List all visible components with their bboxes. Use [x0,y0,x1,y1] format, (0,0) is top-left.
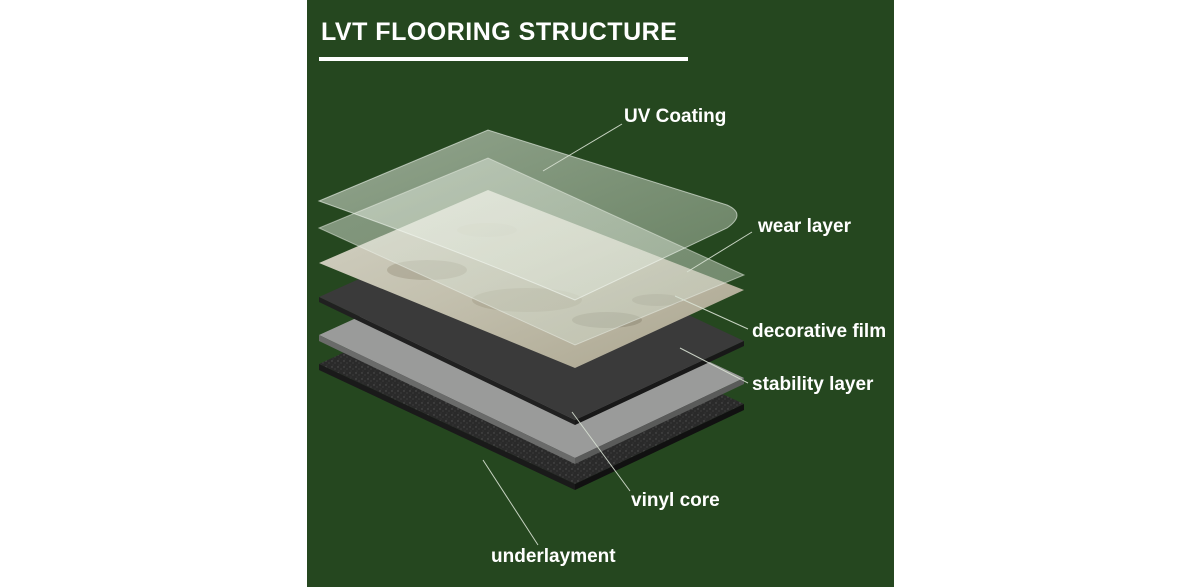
label-wear-layer: wear layer [757,216,852,237]
leader-underlayment [482,459,539,546]
label-stability-layer: stability layer [752,374,874,395]
underlayment-edge-right [575,404,744,490]
leader-decorative-film [674,295,749,330]
leader-wear-layer [686,231,753,273]
title-underline [319,57,688,61]
label-vinyl-core: vinyl core [631,490,720,511]
layer-stack-illustration: UV Coating wear layer decorative film st… [317,106,886,567]
leader-vinyl-core [571,411,631,492]
diagram-title: LVT FLOORING STRUCTURE [321,18,678,46]
label-decorative-film: decorative film [752,321,886,342]
leader-stability-layer [679,347,749,384]
stability-layer-edge-right [575,341,744,425]
uv-coating-layer [317,129,738,301]
stability-layer-edge [319,297,575,425]
diagram-panel: LVT FLOORING STRUCTURE [307,0,894,587]
label-underlayment: underlayment [491,546,616,567]
underlayment-edge [319,364,575,490]
vinyl-core-edge [319,335,575,464]
label-uv-coating: UV Coating [624,106,726,127]
vinyl-core-edge-right [575,378,744,464]
leader-uv-coating [542,123,623,172]
leader-lines [482,123,753,546]
